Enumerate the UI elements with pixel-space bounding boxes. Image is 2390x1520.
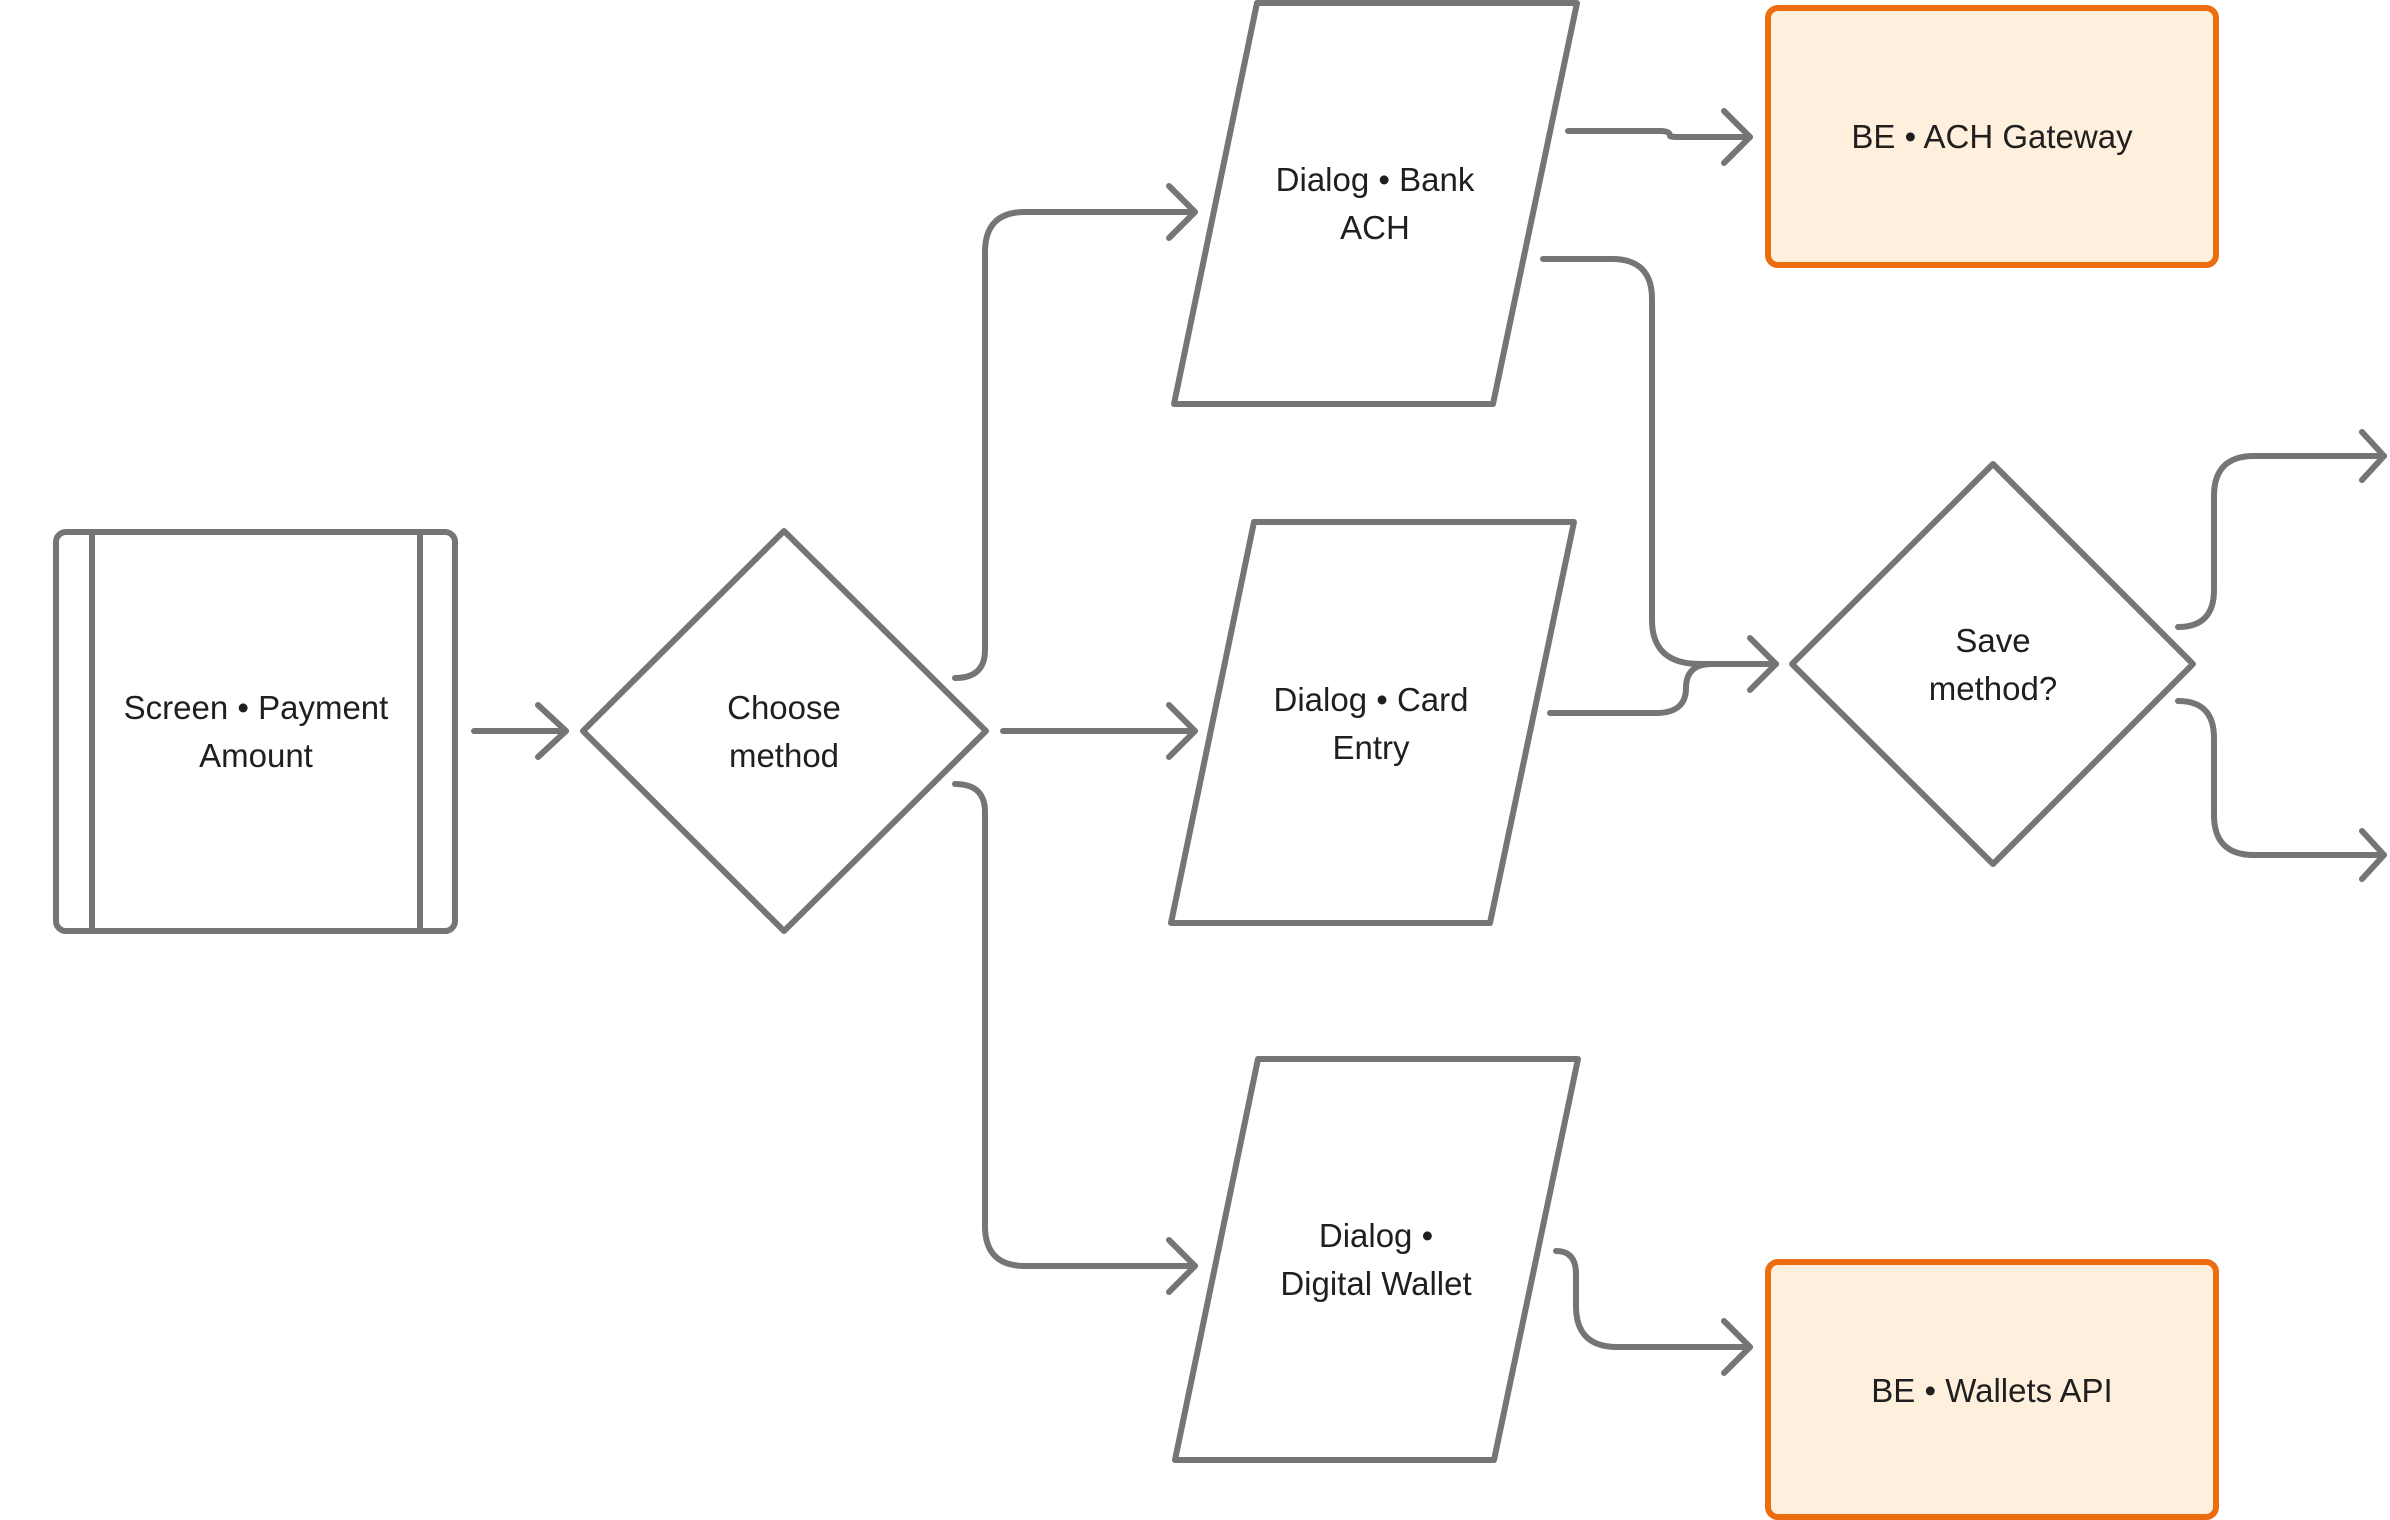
edge-save-method-exit-lower — [2175, 698, 2387, 858]
edge-digital-wallet-to-wallets-api — [1553, 1248, 1753, 1350]
edge-choose-to-bank-ach — [952, 209, 1198, 681]
node-label-line2: method? — [1929, 670, 2057, 707]
edge-bank-ach-to-ach-gateway — [1565, 128, 1753, 140]
arrowhead-save-method-exit-upper — [2359, 429, 2387, 483]
node-be-ach-gateway[interactable]: BE • ACH Gateway — [1765, 5, 2219, 268]
node-label-line1: Choose — [727, 689, 841, 726]
node-label-line2: Entry — [1332, 729, 1410, 766]
edge-card-entry-to-save-method — [1547, 661, 1779, 716]
screen-box — [53, 529, 458, 934]
node-label: BE • Wallets API — [1871, 1372, 2112, 1409]
edge-save-method-exit-upper — [2175, 453, 2387, 630]
node-label-line1: Screen • Payment — [124, 689, 389, 726]
node-dialog-bank-ach[interactable]: Dialog • Bank ACH — [1171, 0, 1580, 407]
node-dialog-card-entry[interactable]: Dialog • Card Entry — [1168, 519, 1577, 926]
arrowhead-choose-to-bank-ach — [1166, 183, 1198, 241]
node-save-method[interactable]: Save method? — [1789, 461, 2196, 867]
arrowhead-screen-to-choose — [535, 702, 569, 760]
node-choose-method[interactable]: Choose method — [580, 528, 989, 934]
arrowhead-save-method-exit-lower — [2359, 828, 2387, 882]
node-dialog-digital-wallet[interactable]: Dialog • Digital Wallet — [1172, 1056, 1581, 1463]
arrowhead-into-save-method — [1747, 635, 1779, 693]
arrowhead-choose-to-card-entry — [1166, 702, 1198, 760]
node-label: BE • ACH Gateway — [1851, 118, 2133, 155]
decision-diamond — [1789, 461, 2196, 867]
edges — [471, 108, 2387, 1376]
arrowhead-choose-to-digital-wallet — [1166, 1237, 1198, 1295]
dialog-parallelogram — [1172, 1056, 1581, 1463]
dialog-parallelogram — [1171, 0, 1580, 407]
edge-choose-to-digital-wallet — [952, 781, 1198, 1269]
node-screen-payment-amount[interactable]: Screen • Payment Amount — [53, 529, 458, 934]
arrowhead-bank-ach-to-ach-gateway — [1721, 108, 1753, 166]
backend-box — [1765, 5, 2219, 268]
node-label-line1: Dialog • Card — [1274, 681, 1469, 718]
node-label-line2: Digital Wallet — [1280, 1265, 1471, 1302]
backend-box — [1765, 1259, 2219, 1520]
node-label-line2: method — [729, 737, 839, 774]
edge-bank-ach-to-save-method — [1540, 256, 1779, 667]
node-be-wallets-api[interactable]: BE • Wallets API — [1765, 1259, 2219, 1520]
node-label-line2: ACH — [1340, 209, 1410, 246]
decision-diamond — [580, 528, 989, 934]
dialog-parallelogram — [1168, 519, 1577, 926]
node-label-line1: Dialog • — [1319, 1217, 1433, 1254]
node-label-line2: Amount — [199, 737, 313, 774]
node-label-line1: Dialog • Bank — [1276, 161, 1475, 198]
arrowhead-digital-wallet-to-wallets-api — [1721, 1318, 1753, 1376]
node-label-line1: Save — [1955, 622, 2030, 659]
